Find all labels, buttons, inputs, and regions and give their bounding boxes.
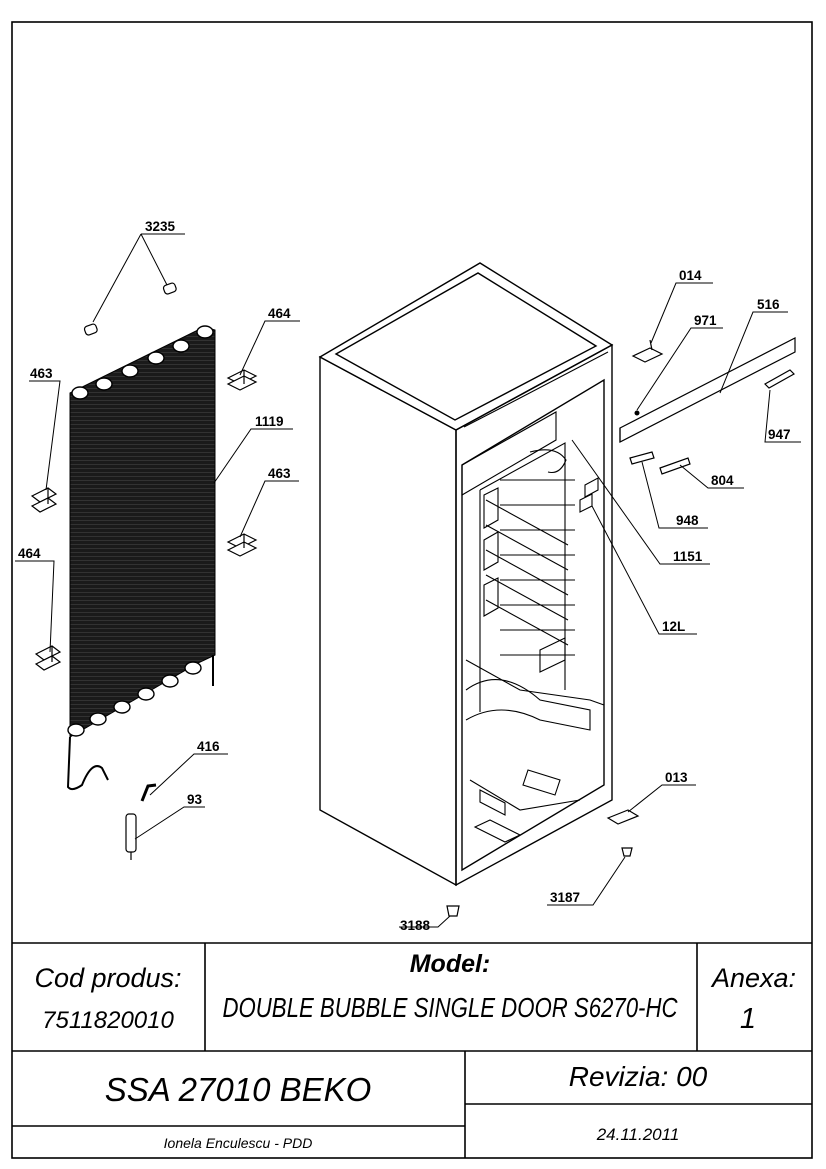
callout-93: 93: [187, 792, 203, 807]
cod-produs-value: 7511820010: [42, 1007, 174, 1034]
foot-3187: [621, 847, 633, 857]
rubber-bushing-3235-a: [83, 323, 98, 336]
author: Ionela Enculescu - PDD: [164, 1135, 313, 1151]
foot-3188: [446, 905, 460, 917]
callout-971: 971: [694, 313, 717, 328]
filter-drier-93: [125, 813, 137, 860]
callout-1119: 1119: [255, 414, 284, 429]
anexa-value: 1: [740, 1003, 756, 1035]
callout-013: 013: [665, 770, 688, 785]
callout-947: 947: [768, 427, 791, 442]
callout-464-left: 464: [18, 546, 41, 561]
callout-3188: 3188: [400, 918, 431, 933]
sheet-border: [11, 21, 813, 1159]
callout-516: 516: [757, 297, 780, 312]
inner-liner-shelves: [461, 351, 609, 843]
handle-516: [619, 337, 796, 443]
hinge-013: [606, 809, 640, 825]
screw-971: [634, 410, 640, 416]
part-948: [629, 451, 655, 465]
part-947: [764, 369, 795, 389]
callout-416: 416: [197, 739, 220, 754]
title-block: [12, 942, 812, 1158]
callout-464-top: 464: [268, 306, 291, 321]
callout-1151: 1151: [673, 549, 703, 564]
callout-12L: 12L: [662, 619, 685, 634]
callout-3187: 3187: [550, 890, 580, 905]
leader-lines: [15, 233, 801, 928]
callout-463-right: 463: [268, 466, 291, 481]
part-804: [659, 457, 691, 475]
cod-produs-label: Cod produs:: [34, 963, 181, 993]
callout-3235: 3235: [145, 219, 176, 234]
clip-463-left: [30, 487, 58, 513]
rubber-bushing-3235-b: [162, 282, 177, 295]
date: 24.11.2011: [596, 1125, 680, 1144]
callout-463-left: 463: [30, 366, 53, 381]
anexa-label: Anexa:: [710, 963, 796, 993]
callout-804: 804: [711, 473, 734, 488]
revizia: Revizia: 00: [569, 1061, 708, 1092]
refrigerator-cabinet: [318, 262, 614, 887]
callout-948: 948: [676, 513, 699, 528]
clip-464-top: [226, 369, 258, 391]
model-label: Model:: [410, 950, 491, 978]
hinge-014: [631, 339, 664, 363]
product-name: SSA 27010 BEKO: [105, 1071, 372, 1108]
condenser-coil: [66, 325, 216, 791]
clip-464-left: [34, 645, 62, 671]
clip-463-right: [226, 533, 258, 557]
capillary-tube-416: [140, 783, 157, 802]
callout-014: 014: [679, 268, 702, 283]
model-value: DOUBLE BUBBLE SINGLE DOOR S6270-HC: [223, 992, 679, 1023]
